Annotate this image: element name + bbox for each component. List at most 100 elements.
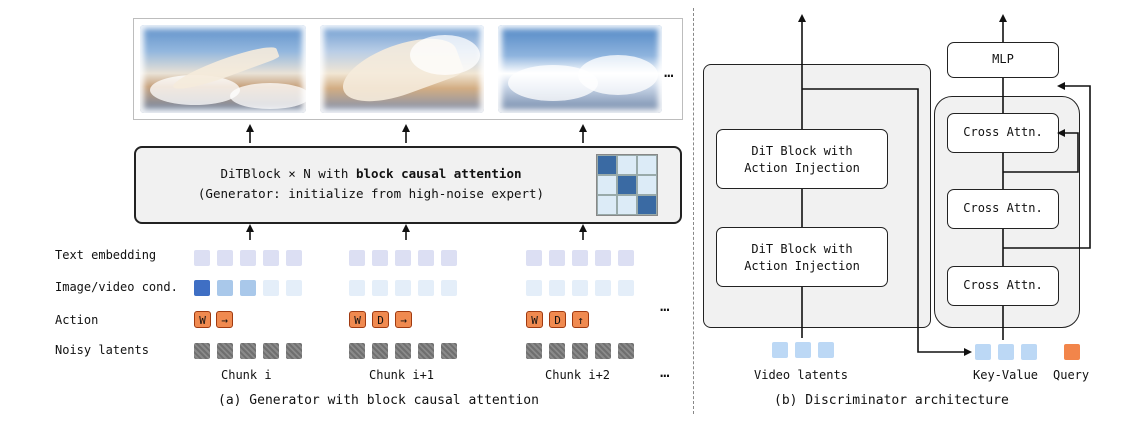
noisy-latent-token-chunk2-1 — [549, 343, 565, 359]
cond-token-chunk1-0 — [349, 280, 365, 296]
block-causal-attention-mask — [596, 154, 658, 216]
row-label-text-embedding: Text embedding — [55, 248, 157, 262]
row-label-noisy-latents: Noisy latents — [55, 343, 149, 357]
text-embedding-token-chunk2-2 — [572, 250, 588, 266]
dit-title-prefix: DiTBlock × N with — [220, 166, 356, 181]
text-embedding-token-chunk0-2 — [240, 250, 256, 266]
action-key-chunk-i2-1: D — [549, 311, 566, 328]
noisy-latent-token-chunk0-0 — [194, 343, 210, 359]
action-key-chunk-i1-2: → — [395, 311, 412, 328]
noisy-latent-token-chunk0-4 — [286, 343, 302, 359]
action-key-chunk-i-1: → — [216, 311, 233, 328]
action-ellipsis: … — [660, 296, 670, 315]
attention-cell-2-2 — [637, 195, 657, 215]
cross-attn-block-2: Cross Attn. — [947, 189, 1059, 229]
noisy-latent-token-chunk2-3 — [595, 343, 611, 359]
cond-token-chunk2-3 — [595, 280, 611, 296]
noisy-latent-token-chunk0-2 — [240, 343, 256, 359]
action-key-chunk-i-0: W — [194, 311, 211, 328]
cond-token-chunk0-0 — [194, 280, 210, 296]
frames-ellipsis: … — [664, 62, 674, 81]
cond-token-chunk2-0 — [526, 280, 542, 296]
attention-cell-2-1 — [617, 195, 637, 215]
dit-action-block-lower: DiT Block with Action Injection — [716, 227, 888, 287]
cond-token-chunk2-1 — [549, 280, 565, 296]
text-embedding-token-chunk2-4 — [618, 250, 634, 266]
video-latent-token-3 — [818, 342, 834, 358]
dit-subtitle-line: (Generator: initialize from high-noise e… — [197, 186, 545, 201]
generated-frames-strip — [133, 18, 683, 120]
caption-generator: (a) Generator with block causal attentio… — [218, 393, 539, 408]
cross-attn-block-3: Cross Attn. — [947, 266, 1059, 306]
text-embedding-token-chunk2-3 — [595, 250, 611, 266]
attention-cell-1-2 — [637, 175, 657, 195]
frame-chunk-i2 — [498, 25, 662, 113]
text-embedding-token-chunk1-1 — [372, 250, 388, 266]
mlp-block: MLP — [947, 42, 1059, 78]
panel-divider — [693, 8, 694, 414]
noisy-latent-token-chunk1-2 — [395, 343, 411, 359]
text-embedding-token-chunk0-3 — [263, 250, 279, 266]
action-key-chunk-i1-0: W — [349, 311, 366, 328]
noisy-latent-token-chunk1-1 — [372, 343, 388, 359]
video-latent-token-1 — [772, 342, 788, 358]
dit-action-block-upper-line1: DiT Block with — [751, 144, 853, 158]
noisy-latent-token-chunk2-0 — [526, 343, 542, 359]
cond-token-chunk2-4 — [618, 280, 634, 296]
cond-token-chunk0-2 — [240, 280, 256, 296]
text-embedding-token-chunk0-1 — [217, 250, 233, 266]
cond-token-chunk2-2 — [572, 280, 588, 296]
video-latents-label: Video latents — [754, 368, 848, 382]
text-embedding-token-chunk1-3 — [418, 250, 434, 266]
action-key-chunk-i1-1: D — [372, 311, 389, 328]
dit-action-block-lower-line2: Action Injection — [744, 259, 860, 273]
attention-cell-1-1 — [617, 175, 637, 195]
action-key-chunk-i2-2: ↑ — [572, 311, 589, 328]
key-value-label: Key-Value — [973, 368, 1039, 382]
cond-token-chunk1-2 — [395, 280, 411, 296]
chunk-label-i1: Chunk i+1 — [369, 368, 435, 382]
attention-cell-0-0 — [597, 155, 617, 175]
text-embedding-token-chunk1-0 — [349, 250, 365, 266]
text-embedding-token-chunk1-2 — [395, 250, 411, 266]
dit-action-block-upper-line2: Action Injection — [744, 161, 860, 175]
text-embedding-token-chunk0-4 — [286, 250, 302, 266]
noisy-latent-token-chunk1-3 — [418, 343, 434, 359]
row-label-action: Action — [55, 313, 99, 327]
noisy-latent-token-chunk2-4 — [618, 343, 634, 359]
video-latent-token-2 — [795, 342, 811, 358]
query-label: Query — [1053, 368, 1090, 382]
attention-cell-0-2 — [637, 155, 657, 175]
cond-token-chunk0-4 — [286, 280, 302, 296]
noisy-latent-token-chunk0-3 — [263, 343, 279, 359]
skip-connection-outer — [1003, 82, 1091, 249]
chunk-label-i2: Chunk i+2 — [545, 368, 611, 382]
chunk-label-i: Chunk i — [221, 368, 272, 382]
noisy-latent-token-chunk0-1 — [217, 343, 233, 359]
cond-token-chunk1-3 — [418, 280, 434, 296]
caption-discriminator: (b) Discriminator architecture — [774, 393, 1009, 408]
noisy-latent-token-chunk1-0 — [349, 343, 365, 359]
row-label-image-video-cond: Image/video cond. — [55, 280, 178, 294]
action-key-chunk-i2-0: W — [526, 311, 543, 328]
attention-cell-2-0 — [597, 195, 617, 215]
noisy-latent-token-chunk2-2 — [572, 343, 588, 359]
feature-tap-to-key-value — [802, 88, 972, 356]
skip-connection-upper — [1003, 129, 1079, 173]
noisy-latent-token-chunk1-4 — [441, 343, 457, 359]
dit-block-causal: DiTBlock × N with block causal attention… — [134, 146, 682, 224]
attention-cell-0-1 — [617, 155, 637, 175]
text-embedding-token-chunk0-0 — [194, 250, 210, 266]
cond-token-chunk1-1 — [372, 280, 388, 296]
chunk-ellipsis: … — [660, 362, 670, 381]
key-value-token-1 — [975, 344, 991, 360]
key-value-token-3 — [1021, 344, 1037, 360]
text-embedding-token-chunk2-1 — [549, 250, 565, 266]
frame-chunk-i — [140, 25, 306, 113]
dit-action-block-lower-line1: DiT Block with — [751, 242, 853, 256]
cross-attn-block-1: Cross Attn. — [947, 113, 1059, 153]
dit-title-line: DiTBlock × N with block causal attention — [136, 166, 606, 181]
cond-token-chunk0-3 — [263, 280, 279, 296]
key-value-token-2 — [998, 344, 1014, 360]
